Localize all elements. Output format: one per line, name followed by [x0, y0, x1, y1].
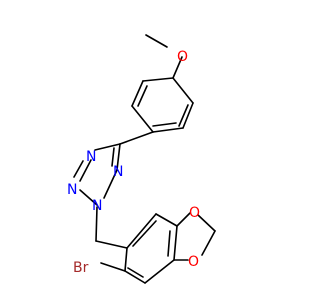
bond-o-aryl [172, 56, 183, 79]
atom-o-dioxole-top: O [189, 205, 200, 221]
bond-tz-n4-c-double [111, 147, 115, 167]
bond-tz-n1-n2-double [73, 160, 84, 178]
bond-ring2-double-3 [127, 267, 144, 278]
bond-ring2-b [155, 213, 178, 227]
bond-ring1-double-3 [152, 122, 177, 127]
bond-tz-n1-n2 [79, 159, 92, 182]
atom-n4: N [113, 164, 123, 180]
atom-n3: N [92, 198, 102, 214]
bond-tz-n3-n4 [103, 169, 118, 199]
atom-br: Br [73, 260, 89, 276]
bond-tz-n2-n3 [79, 189, 98, 206]
structure-svg: O N N N N O O Br [67, 34, 216, 284]
molecule-diagram: O N N N N O O Br [67, 34, 216, 284]
bond-ring2-double-2 [167, 230, 171, 257]
bond-dioxole-c-o-top [176, 212, 191, 227]
atom-n1: N [86, 149, 96, 165]
bond-ring1-double-1 [178, 104, 189, 127]
bond-ring2-d [144, 259, 175, 284]
bond-ring1-b [182, 102, 194, 129]
bond-tz-c-n1 [94, 143, 121, 151]
bond-ring1-c [152, 127, 184, 133]
bond-ring2-f [124, 247, 128, 272]
bond-ch2-aryl [95, 240, 128, 249]
bond-ring1-e [131, 80, 144, 107]
bond-dioxole-ch2-o-bottom [201, 230, 216, 256]
bond-ring1-double-2 [137, 85, 148, 107]
bond-ring2-c [173, 225, 178, 261]
bond-methyl-o [145, 34, 168, 48]
bond-ring2-a [126, 213, 157, 249]
bond-ring1-a [172, 77, 194, 104]
bond-ring2-double-1 [132, 220, 157, 247]
bond-ring2-e [124, 270, 146, 284]
atom-o-dioxole-bottom: O [188, 254, 199, 270]
bond-n-ch2 [95, 206, 98, 242]
bond-dioxole-o-ch2-top [197, 214, 216, 232]
bonds [73, 34, 216, 284]
atom-labels: O N N N N O O Br [67, 49, 200, 276]
bond-aryl-tetrazole [119, 131, 154, 145]
bond-c-br [100, 262, 126, 272]
bond-ring1-f [142, 77, 174, 82]
atom-o-methoxy: O [177, 49, 188, 65]
bond-ring1-d [131, 105, 154, 133]
atom-n2: N [67, 182, 77, 198]
bond-tz-n4-c [116, 143, 121, 171]
